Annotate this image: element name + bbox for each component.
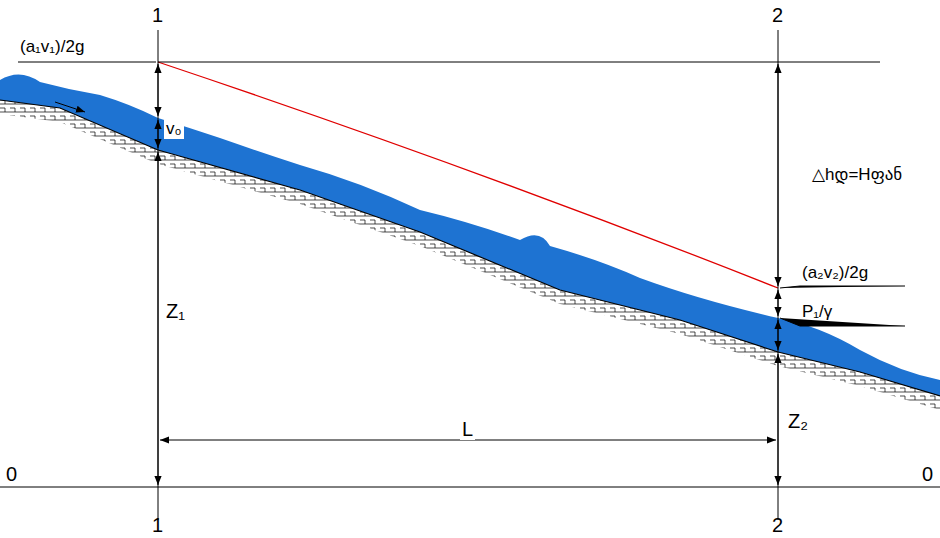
pressure-head: P₁/γ bbox=[802, 303, 832, 322]
elevation-label: Z₁ bbox=[164, 300, 187, 322]
velocity-head: (a₁v₁)/2g bbox=[20, 38, 84, 57]
elevation-label: Z₂ bbox=[786, 410, 810, 432]
velocity-head: (a₂v₂)/2g bbox=[802, 264, 868, 283]
datum-label: 0 bbox=[922, 463, 933, 485]
length-label: L bbox=[460, 418, 475, 440]
section-number: 2 bbox=[772, 4, 783, 26]
datum-label: 0 bbox=[6, 463, 17, 485]
section-number: 2 bbox=[772, 514, 783, 536]
section-number: 1 bbox=[152, 4, 163, 26]
section-number: 1 bbox=[152, 514, 163, 536]
head-loss-label: △hდ=Hფან bbox=[812, 166, 902, 185]
velocity-label: v₀ bbox=[164, 120, 184, 139]
